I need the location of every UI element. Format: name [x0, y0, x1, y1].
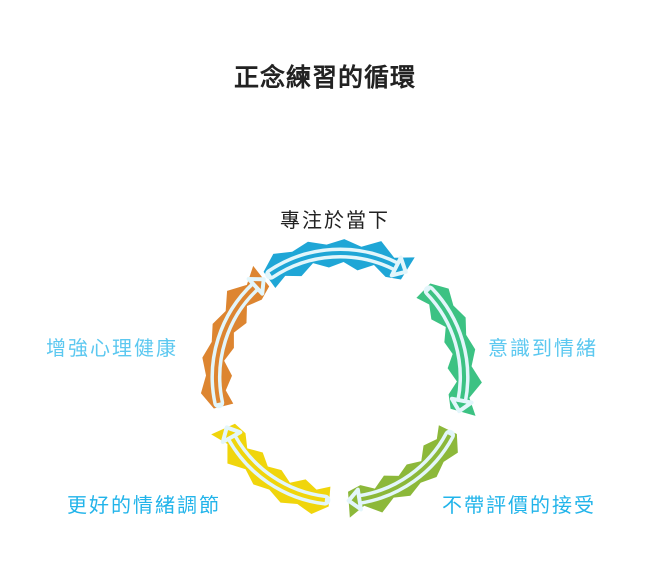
arrow-shaft-1 [427, 289, 466, 402]
step-label-mental-health: 增強心理健康 [46, 336, 178, 360]
arrowhead-icon-2 [346, 487, 363, 512]
diagram-title: 正念練習的循環 [233, 63, 416, 92]
step-label-nonjudgmental-acceptance: 不帶評價的接受 [442, 493, 596, 517]
arrowhead-icon-1 [449, 396, 474, 414]
arrow-shaft-2 [359, 434, 452, 502]
arrow-shaft-4 [214, 284, 257, 404]
arrowhead-icon-0 [389, 255, 408, 278]
step-band-0 [263, 239, 415, 289]
arrowhead-icon-4 [246, 276, 266, 296]
arrow-shaft-0 [269, 251, 398, 276]
arrow-shaft-3 [229, 436, 326, 503]
step-label-better-regulation: 更好的情緒調節 [67, 493, 221, 517]
arrowhead-icon-3 [220, 425, 243, 444]
step-label-focus-present: 專注於當下 [280, 208, 390, 232]
step-band-1 [416, 283, 482, 416]
step-label-aware-emotions: 意識到情緒 [488, 336, 598, 360]
